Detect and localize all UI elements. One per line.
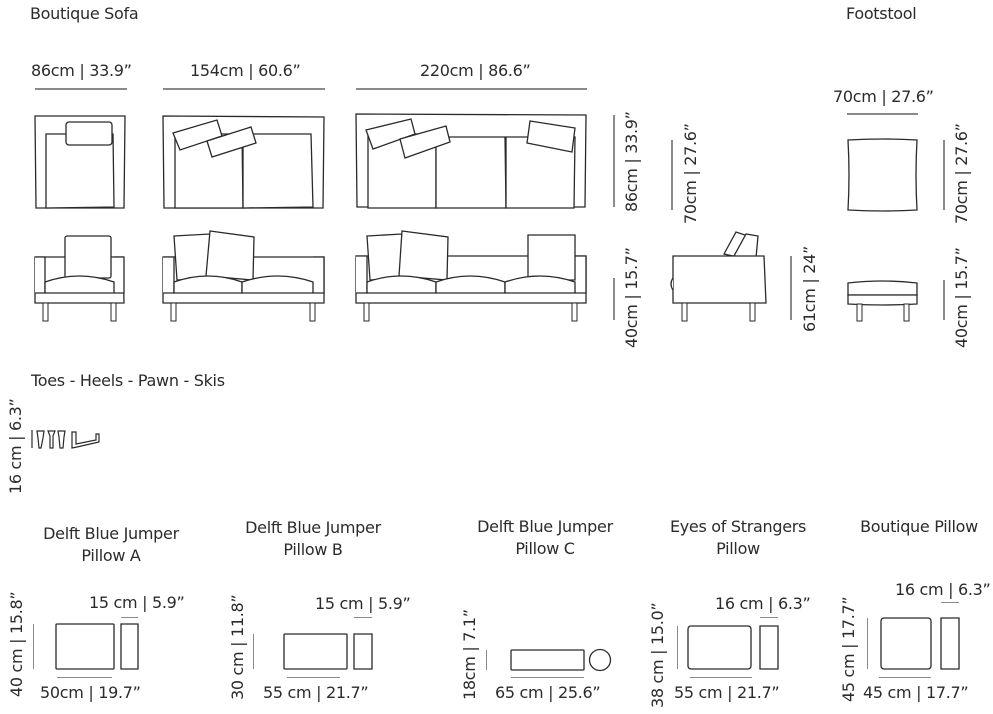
footstool-depth-line <box>943 140 945 210</box>
footstool-front-view <box>848 281 917 321</box>
eyes-of-strangers-width-line <box>690 677 752 678</box>
boutique-pillow-height-line <box>867 618 868 669</box>
pillow-a-title-line1: Delft Blue Jumper <box>43 524 179 543</box>
pillow-c-width-label: 65 cm | 25.6” <box>495 683 601 702</box>
pillow-a-drawing <box>56 624 138 669</box>
pillow-a-height-line <box>33 624 34 669</box>
pillow-b-title-line1: Delft Blue Jumper <box>245 518 381 537</box>
armchair-width-label: 86cm | 33.9” <box>31 61 132 80</box>
footstool-top-view <box>848 139 917 211</box>
eyes-of-strangers-thickness-label: 16 cm | 6.3” <box>715 594 811 613</box>
eyes-of-strangers-pillow-title: Eyes of Strangers Pillow <box>645 516 831 560</box>
footstool-width-line <box>847 113 918 115</box>
pillow-a-width-label: 50cm | 19.7” <box>40 683 141 702</box>
sofa-section-title: Boutique Sofa <box>30 4 139 23</box>
three-seater-width-label: 220cm | 86.6” <box>420 61 531 80</box>
pillow-b-height-line <box>253 634 254 669</box>
eyes-of-strangers-title-line2: Pillow <box>716 539 760 558</box>
pillow-a-thickness-line <box>121 617 138 618</box>
boutique-pillow-drawing <box>881 618 959 669</box>
boutique-pillow-width-label: 45 cm | 17.7” <box>863 683 969 702</box>
eyes-of-strangers-title-line1: Eyes of Strangers <box>669 517 807 536</box>
leg-options <box>32 430 99 448</box>
pillow-b-width-line <box>287 677 340 678</box>
footstool-width-label: 70cm | 27.6” <box>833 87 934 106</box>
total-height-line <box>790 256 792 320</box>
boutique-pillow-width-line <box>879 677 931 678</box>
eyes-of-strangers-height-line <box>677 626 678 669</box>
armchair-front-view <box>35 236 124 321</box>
eyes-of-strangers-pillow-drawing <box>688 626 778 669</box>
pillow-b-title: Delft Blue Jumper Pillow B <box>220 517 406 561</box>
pillow-a-title: Delft Blue Jumper Pillow A <box>18 523 204 567</box>
eyes-of-strangers-height-label: 38 cm | 15.0” <box>648 602 667 708</box>
two-seater-width-line <box>163 88 325 90</box>
toes-leg-icon <box>37 431 44 448</box>
boutique-pillow-title: Boutique Pillow <box>826 516 993 538</box>
two-seater-width-label: 154cm | 60.6” <box>190 61 301 80</box>
pillow-b-drawing <box>284 634 372 669</box>
pillow-c-height-line <box>486 650 487 670</box>
pillow-b-height-label: 30 cm | 11.8” <box>228 594 247 700</box>
heels-leg-icon <box>48 431 55 448</box>
footstool-height-line <box>943 280 945 320</box>
pawn-leg-icon <box>58 431 65 448</box>
armchair-width-line <box>35 88 127 90</box>
pillow-c-width-line <box>511 677 584 678</box>
pillow-b-width-label: 55 cm | 21.7” <box>263 683 369 702</box>
boutique-pillow-title-line1: Boutique Pillow <box>860 517 978 536</box>
three-seater-top-view <box>356 114 586 208</box>
pillow-a-height-label: 40 cm | 15.8” <box>7 591 26 697</box>
pillow-c-title: Delft Blue Jumper Pillow C <box>452 516 638 560</box>
pillow-c-title-line2: Pillow C <box>515 539 575 558</box>
pillow-b-thickness-line <box>354 617 372 618</box>
seat-height-line <box>613 278 615 320</box>
seat-depth-line <box>671 140 673 210</box>
pillow-c-height-label: 18cm | 7.1” <box>460 609 479 700</box>
pillow-c-title-line1: Delft Blue Jumper <box>477 517 613 536</box>
two-seater-top-view <box>163 116 324 208</box>
boutique-pillow-thickness-line <box>941 602 959 603</box>
eyes-of-strangers-thickness-line <box>760 617 778 618</box>
boutique-pillow-thickness-label: 16 cm | 6.3” <box>895 580 991 599</box>
pillow-b-thickness-label: 15 cm | 5.9” <box>315 594 411 613</box>
eyes-of-strangers-width-label: 55 cm | 21.7” <box>674 683 780 702</box>
sofa-side-view <box>671 232 766 321</box>
pillow-b-title-line2: Pillow B <box>283 540 343 559</box>
skis-leg-icon <box>72 432 99 448</box>
boutique-pillow-height-label: 45 cm | 17.7” <box>839 596 858 702</box>
pillow-a-title-line2: Pillow A <box>81 546 141 565</box>
sofa-depth-line <box>613 115 615 207</box>
legs-section-title: Toes - Heels - Pawn - Skis <box>31 371 225 390</box>
footstool-section-title: Footstool <box>846 4 917 23</box>
three-seater-width-line <box>356 88 587 90</box>
two-seater-front-view <box>163 231 324 321</box>
pillow-a-thickness-label: 15 cm | 5.9” <box>89 593 185 612</box>
pillow-a-width-line <box>57 677 112 678</box>
armchair-top-view <box>35 116 125 208</box>
pillow-c-drawing <box>511 650 611 671</box>
three-seater-front-view <box>356 231 586 321</box>
legs-height-label: 16 cm | 6.3” <box>6 398 25 494</box>
